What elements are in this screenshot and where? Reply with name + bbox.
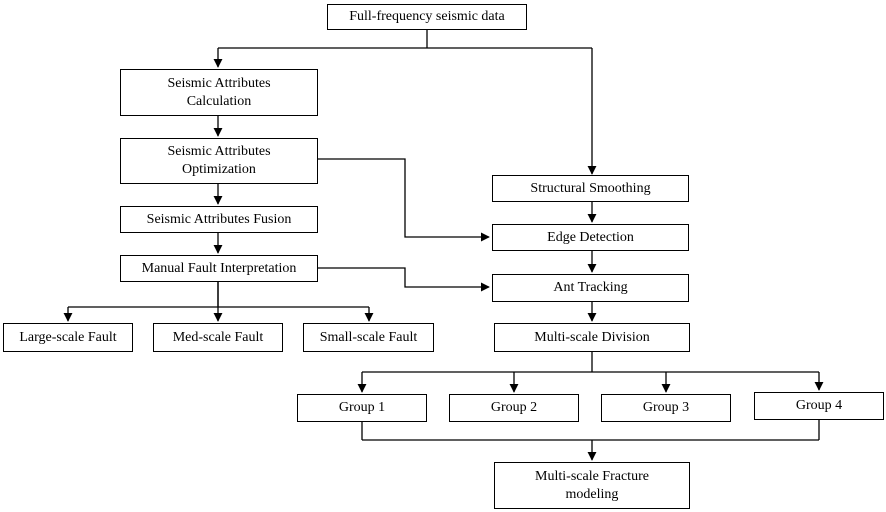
node-manual-fault-interpretation: Manual Fault Interpretation	[120, 255, 318, 282]
node-group-2: Group 2	[449, 394, 579, 422]
node-seismic-attributes-optimization: Seismic Attributes Optimization	[120, 138, 318, 184]
arrow-optimization-to-edge	[317, 158, 490, 242]
arrow-manual-to-ant	[317, 267, 490, 292]
node-multi-scale-division: Multi-scale Division	[494, 323, 690, 352]
node-ant-tracking: Ant Tracking	[492, 274, 689, 302]
node-structural-smoothing: Structural Smoothing	[492, 175, 689, 202]
node-group-1: Group 1	[297, 394, 427, 422]
node-med-scale-fault: Med-scale Fault	[153, 323, 283, 352]
node-seismic-attributes-calculation: Seismic Attributes Calculation	[120, 69, 318, 116]
node-group-3: Group 3	[601, 394, 731, 422]
node-edge-detection: Edge Detection	[492, 224, 689, 251]
node-small-scale-fault: Small-scale Fault	[303, 323, 434, 352]
node-group-4: Group 4	[754, 392, 884, 420]
node-large-scale-fault: Large-scale Fault	[3, 323, 133, 352]
node-seismic-attributes-fusion: Seismic Attributes Fusion	[120, 206, 318, 233]
node-multi-scale-fracture-modeling: Multi-scale Fracture modeling	[494, 462, 690, 509]
node-full-frequency-seismic-data: Full-frequency seismic data	[327, 4, 527, 30]
